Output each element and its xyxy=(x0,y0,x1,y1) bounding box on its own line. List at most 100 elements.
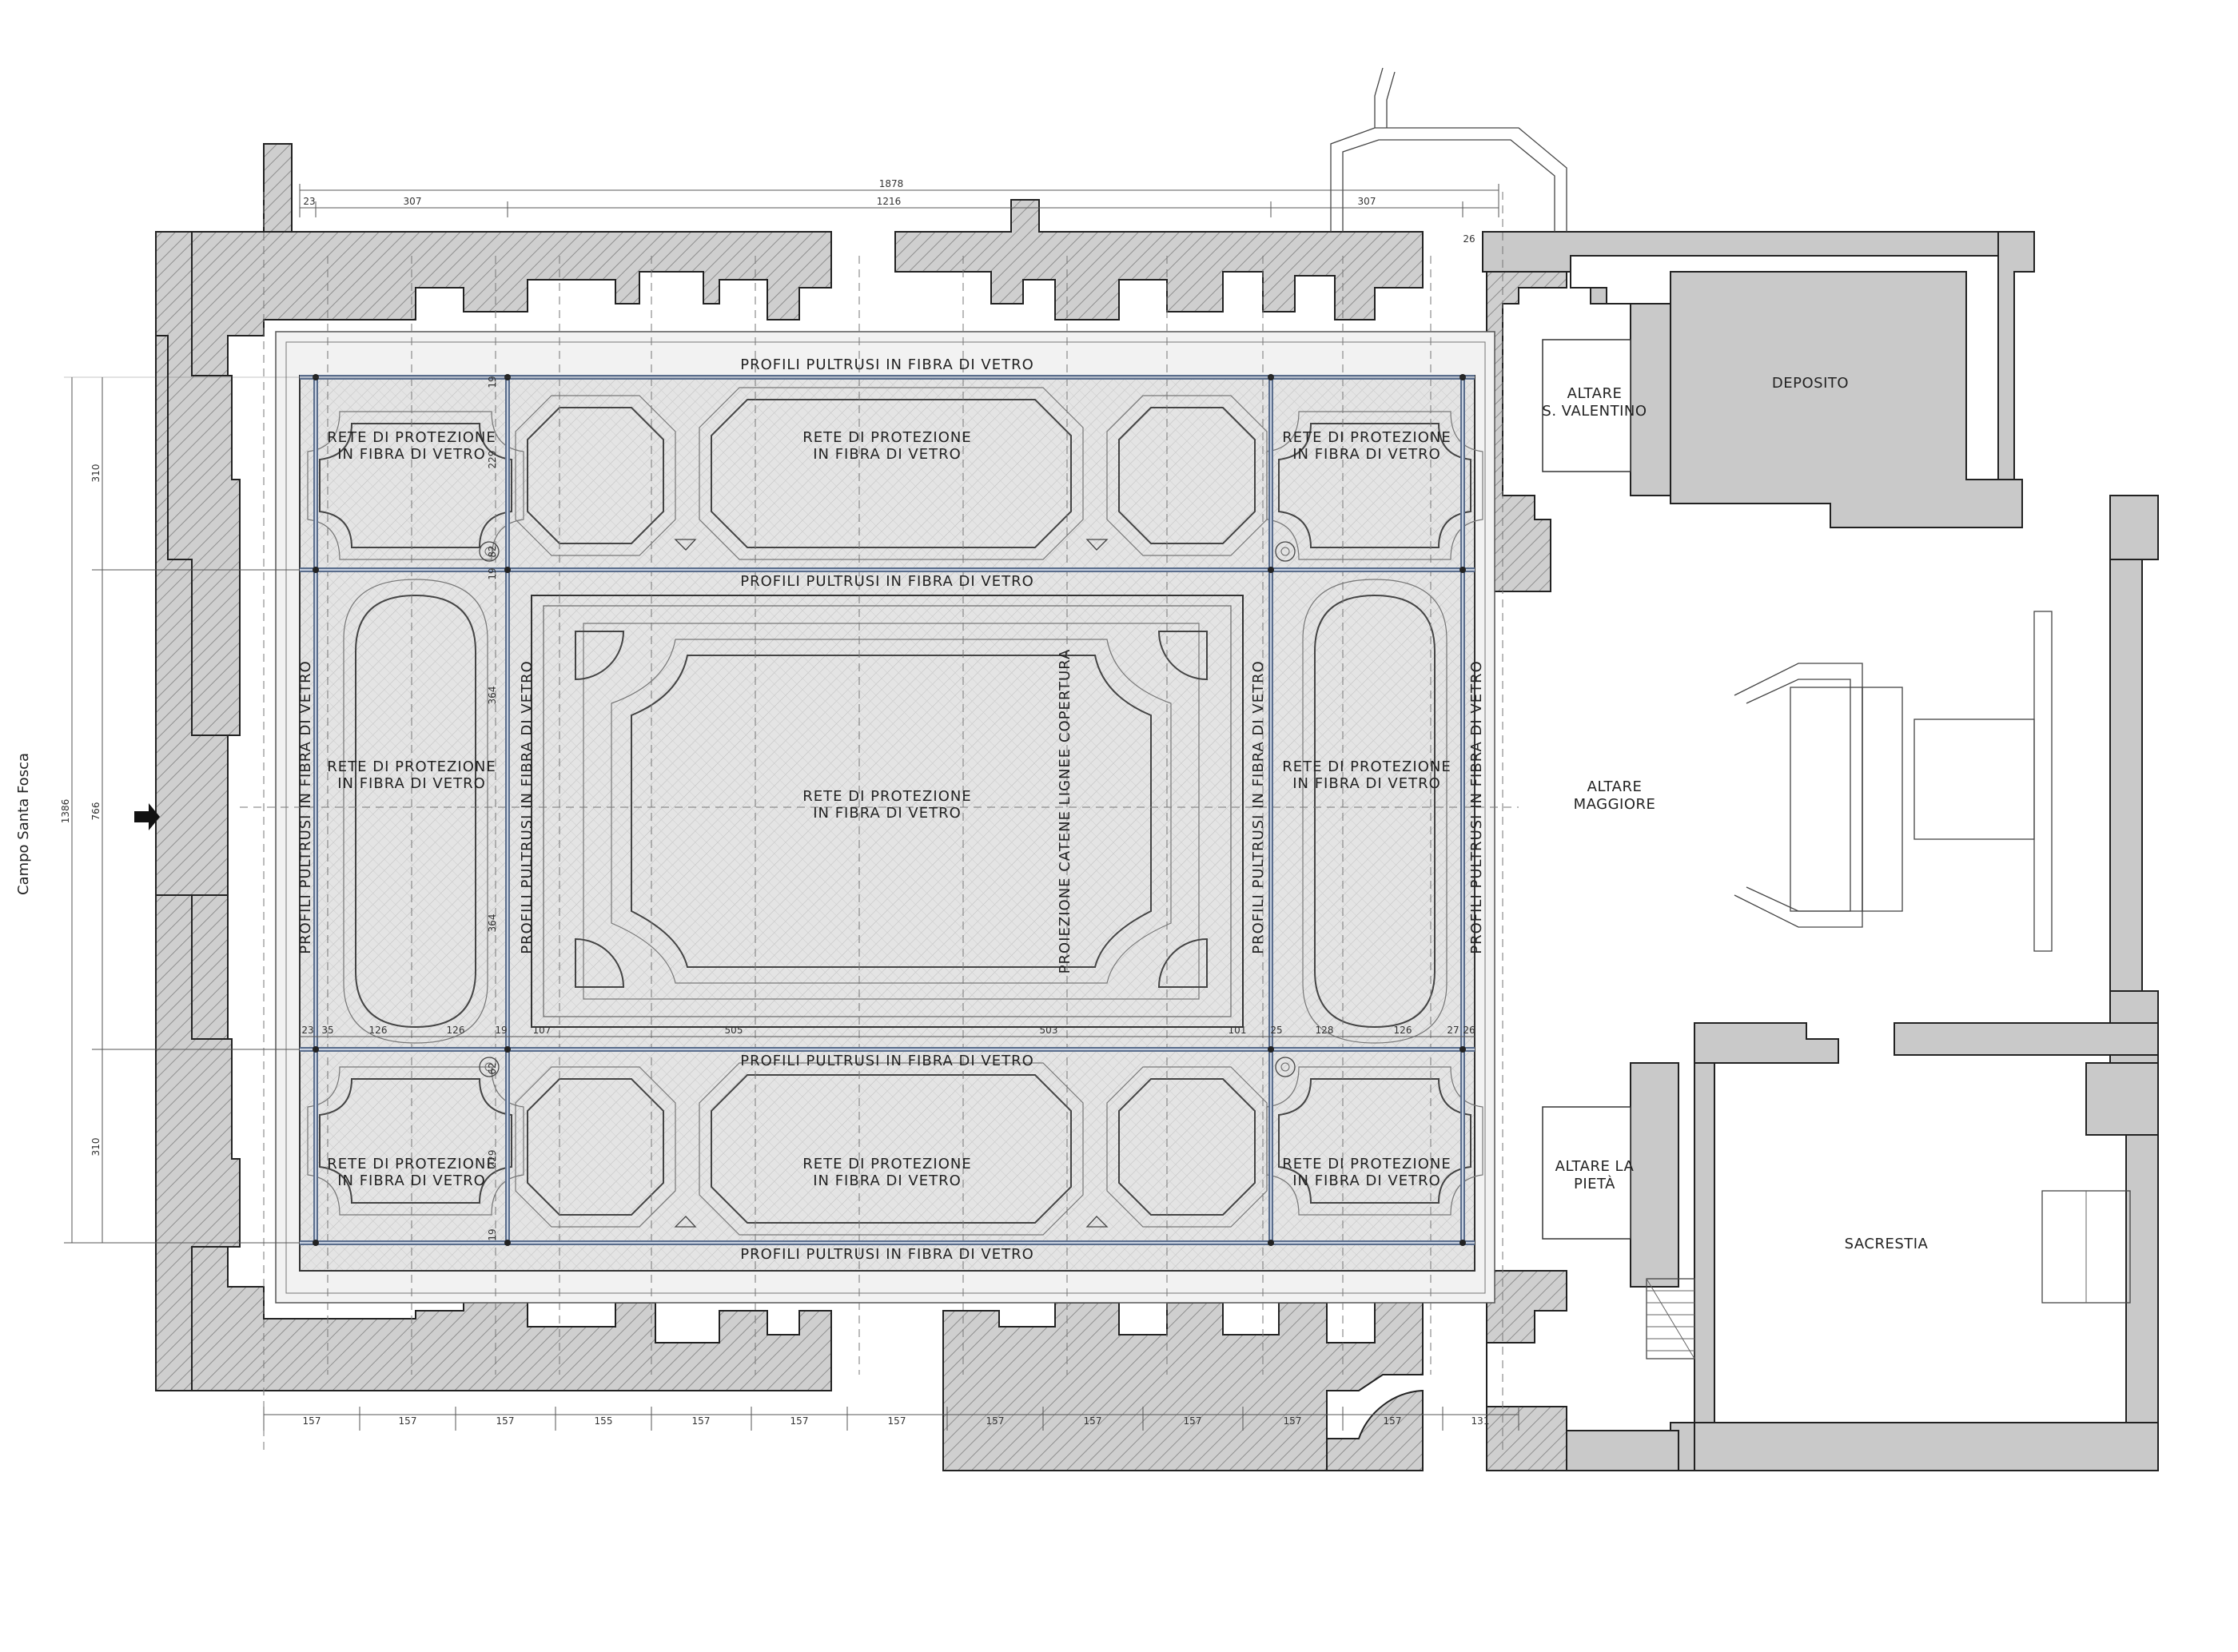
entrance-arrow-icon xyxy=(134,803,160,830)
dim-bottom-6: 157 xyxy=(790,1415,809,1427)
dim-inner-top: 229 xyxy=(487,451,498,469)
rete-line2: IN FIBRA DI VETRO xyxy=(1292,446,1441,463)
rete-line1: RETE DI PROTEZIONE xyxy=(802,788,971,805)
dimension-texts: 1878 1216 307 307 23 26 1386 310 766 310… xyxy=(60,178,1489,1427)
dim-bottom-7: 157 xyxy=(888,1415,906,1427)
dim-inner-bot-c: 19 xyxy=(487,1228,498,1240)
deposito-label: DEPOSITO xyxy=(1772,375,1849,392)
rete-mid-center: RETE DI PROTEZIONE IN FIBRA DI VETRO xyxy=(802,788,971,822)
dim-mid-1: 23 xyxy=(301,1025,313,1036)
dim-top-left-small: 23 xyxy=(303,196,315,207)
dim-top-mid: 1216 xyxy=(877,196,902,207)
profili-label-bottom: PROFILI PULTRUSI IN FIBRA DI VETRO xyxy=(740,1246,1034,1263)
rete-line2: IN FIBRA DI VETRO xyxy=(1292,1172,1441,1189)
dim-inner-top-c: 19 xyxy=(487,567,498,579)
rete-top-center: RETE DI PROTEZIONE IN FIBRA DI VETRO xyxy=(802,429,971,463)
rete-line1: RETE DI PROTEZIONE xyxy=(1282,758,1451,775)
dim-mid-13: 27 xyxy=(1447,1025,1459,1036)
dim-mid-3: 126 xyxy=(369,1025,388,1036)
profili-label-v3: PROFILI PULTRUSI IN FIBRA DI VETRO xyxy=(1250,660,1267,954)
dim-top-right-small: 26 xyxy=(1463,233,1475,245)
profili-label-top: PROFILI PULTRUSI IN FIBRA DI VETRO xyxy=(740,356,1034,373)
dim-bottom-12: 157 xyxy=(1384,1415,1402,1427)
profili-label-v2: PROFILI PULTRUSI IN FIBRA DI VETRO xyxy=(519,660,536,954)
rete-line2: IN FIBRA DI VETRO xyxy=(813,1172,962,1189)
campo-label: Campo Santa Fosca xyxy=(15,753,32,895)
rete-mid-left: RETE DI PROTEZIONE IN FIBRA DI VETRO xyxy=(327,758,496,792)
dim-bottom-2: 157 xyxy=(399,1415,417,1427)
altare-pieta-line2: PIETÀ xyxy=(1574,1175,1615,1192)
dim-left-total: 1386 xyxy=(60,799,71,824)
rete-line2: IN FIBRA DI VETRO xyxy=(337,775,486,792)
dim-mid-4: 126 xyxy=(447,1025,465,1036)
rete-bottom-left: RETE DI PROTEZIONE IN FIBRA DI VETRO xyxy=(327,1156,496,1189)
rete-mid-right: RETE DI PROTEZIONE IN FIBRA DI VETRO xyxy=(1282,758,1451,792)
rete-line2: IN FIBRA DI VETRO xyxy=(1292,775,1441,792)
dimension-lines xyxy=(64,184,1519,1431)
rete-line1: RETE DI PROTEZIONE xyxy=(327,1156,496,1172)
dim-bottom-3: 157 xyxy=(496,1415,515,1427)
dashed-grid xyxy=(240,192,1519,1455)
rete-line2: IN FIBRA DI VETRO xyxy=(337,1172,486,1189)
profili-label-v4: PROFILI PULTRUSI IN FIBRA DI VETRO xyxy=(1468,660,1485,954)
dim-inner-bot-a: 62 xyxy=(487,1062,498,1074)
dim-mid-8: 503 xyxy=(1040,1025,1058,1036)
rete-line2: IN FIBRA DI VETRO xyxy=(813,446,962,463)
altare-pieta-line1: ALTARE LA xyxy=(1555,1158,1635,1175)
profili-label-v1: PROFILI PULTRUSI IN FIBRA DI VETRO xyxy=(297,660,314,954)
dim-mid-7: 505 xyxy=(725,1025,743,1036)
ceiling-area xyxy=(275,331,1495,1304)
dim-left-top: 310 xyxy=(90,464,102,483)
altare-s-valentino-line1: ALTARE xyxy=(1567,385,1623,402)
dim-top-right: 307 xyxy=(1358,196,1376,207)
rete-line2: IN FIBRA DI VETRO xyxy=(337,446,486,463)
dim-top-total: 1878 xyxy=(879,178,904,189)
proiezione-label: PROIEZIONE CATENE LIGNEE COPERTURA xyxy=(1057,649,1073,974)
dim-bottom-9: 157 xyxy=(1084,1415,1102,1427)
dim-inner-mid-a: 364 xyxy=(487,687,498,705)
rete-top-right: RETE DI PROTEZIONE IN FIBRA DI VETRO xyxy=(1282,429,1451,463)
nave-walls xyxy=(155,143,1583,1471)
dim-mid-10: 25 xyxy=(1270,1025,1282,1036)
altare-s-valentino-line2: S. VALENTINO xyxy=(1542,403,1647,420)
adjoining-rooms xyxy=(1330,67,2159,1471)
rete-line1: RETE DI PROTEZIONE xyxy=(1282,429,1451,446)
dim-inner-mid-b: 364 xyxy=(487,914,498,933)
rete-line1: RETE DI PROTEZIONE xyxy=(802,429,971,446)
sacrestia-label: SACRESTIA xyxy=(1845,1236,1929,1252)
dim-bottom-1: 157 xyxy=(303,1415,321,1427)
dim-left-bottom: 310 xyxy=(90,1138,102,1156)
rete-bottom-center: RETE DI PROTEZIONE IN FIBRA DI VETRO xyxy=(802,1156,971,1189)
rete-line1: RETE DI PROTEZIONE xyxy=(802,1156,971,1172)
dim-mid-14: 26 xyxy=(1463,1025,1475,1036)
dim-mid-12: 126 xyxy=(1394,1025,1412,1036)
dim-bottom-11: 157 xyxy=(1284,1415,1302,1427)
altare-maggiore-line2: MAGGIORE xyxy=(1574,796,1656,813)
dim-mid-2: 35 xyxy=(321,1025,333,1036)
beam-grid xyxy=(300,374,1475,1246)
dim-mid-9: 101 xyxy=(1229,1025,1247,1036)
dim-inner-top-b: 82 xyxy=(487,545,498,557)
rete-top-left: RETE DI PROTEZIONE IN FIBRA DI VETRO xyxy=(327,429,496,463)
dim-mid-6: 107 xyxy=(533,1025,552,1036)
rete-line1: RETE DI PROTEZIONE xyxy=(327,758,496,775)
dim-mid-11: 128 xyxy=(1316,1025,1334,1036)
profili-label-row3: PROFILI PULTRUSI IN FIBRA DI VETRO xyxy=(740,1053,1034,1069)
dim-bottom-5: 157 xyxy=(692,1415,711,1427)
dim-mid-5: 19 xyxy=(495,1025,507,1036)
rete-line2: IN FIBRA DI VETRO xyxy=(813,805,962,822)
dim-bottom-8: 157 xyxy=(986,1415,1005,1427)
dim-top-left: 307 xyxy=(404,196,422,207)
altare-maggiore-line1: ALTARE xyxy=(1587,778,1643,795)
labels: Campo Santa Fosca PROFILI PULTRUSI IN FI… xyxy=(15,356,1929,1263)
rete-bottom-right: RETE DI PROTEZIONE IN FIBRA DI VETRO xyxy=(1282,1156,1451,1189)
dim-bottom-13: 131 xyxy=(1471,1415,1490,1427)
rete-line1: RETE DI PROTEZIONE xyxy=(1282,1156,1451,1172)
rete-line1: RETE DI PROTEZIONE xyxy=(327,429,496,446)
dim-inner-top-a: 19 xyxy=(487,376,498,388)
dim-inner-bot-b: 229 xyxy=(487,1150,498,1168)
dim-bottom-10: 157 xyxy=(1184,1415,1202,1427)
profili-label-row2: PROFILI PULTRUSI IN FIBRA DI VETRO xyxy=(740,573,1034,590)
dim-left-mid: 766 xyxy=(90,802,102,821)
